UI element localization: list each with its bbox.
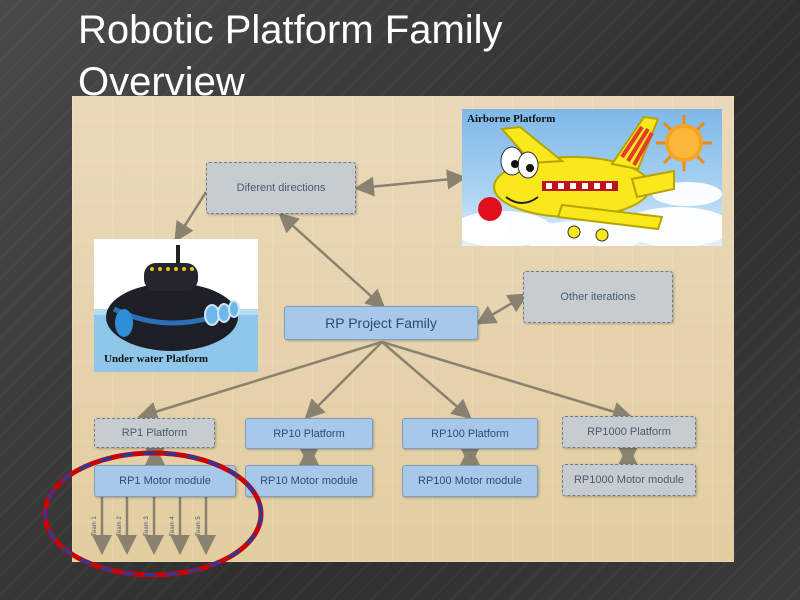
- underwater-platform-image: Under water Platform: [94, 239, 258, 372]
- box-different-directions: Diferent directions: [206, 162, 356, 214]
- box-rp1-motor-module: RP1 Motor module: [94, 465, 236, 497]
- airborne-platform-label: Airborne Platform: [467, 113, 556, 125]
- sun-icon: [656, 115, 712, 171]
- diagram-canvas: Diferent directions RP Project Family Ot…: [72, 96, 734, 562]
- connector-layer: [92, 169, 638, 555]
- link-family-rp1: [137, 340, 383, 422]
- box-rp1-platform: RP1 Platform: [94, 418, 215, 448]
- box-rp100-motor-module: RP100 Motor module: [402, 465, 538, 497]
- link-directions-underwater: [174, 191, 208, 243]
- link-family-rp1000: [381, 340, 633, 422]
- link-family-rp100: [381, 341, 472, 420]
- highlight-ellipse: [42, 450, 264, 578]
- link-directions-family: [278, 212, 386, 310]
- link-family-other: [475, 293, 529, 325]
- box-rp10-motor-module: RP10 Motor module: [245, 465, 373, 497]
- link-family-rp10: [304, 341, 383, 420]
- slide-title: Robotic Platform Family Overview: [78, 8, 503, 104]
- box-other-iterations: Other iterations: [523, 271, 673, 323]
- box-rp10-platform: RP10 Platform: [245, 418, 373, 449]
- airplane-illustration: [462, 115, 722, 246]
- submarine-illustration: [94, 245, 258, 372]
- box-rp100-platform: RP100 Platform: [402, 418, 538, 449]
- box-rp1000-motor-module: RP1000 Motor module: [562, 464, 696, 496]
- underwater-platform-label: Under water Platform: [104, 353, 209, 365]
- box-rp1000-platform: RP1000 Platform: [562, 416, 696, 448]
- link-directions-airborne: [354, 169, 467, 197]
- airborne-platform-image: Airborne Platform: [462, 109, 722, 246]
- box-rp-project-family: RP Project Family: [284, 306, 478, 340]
